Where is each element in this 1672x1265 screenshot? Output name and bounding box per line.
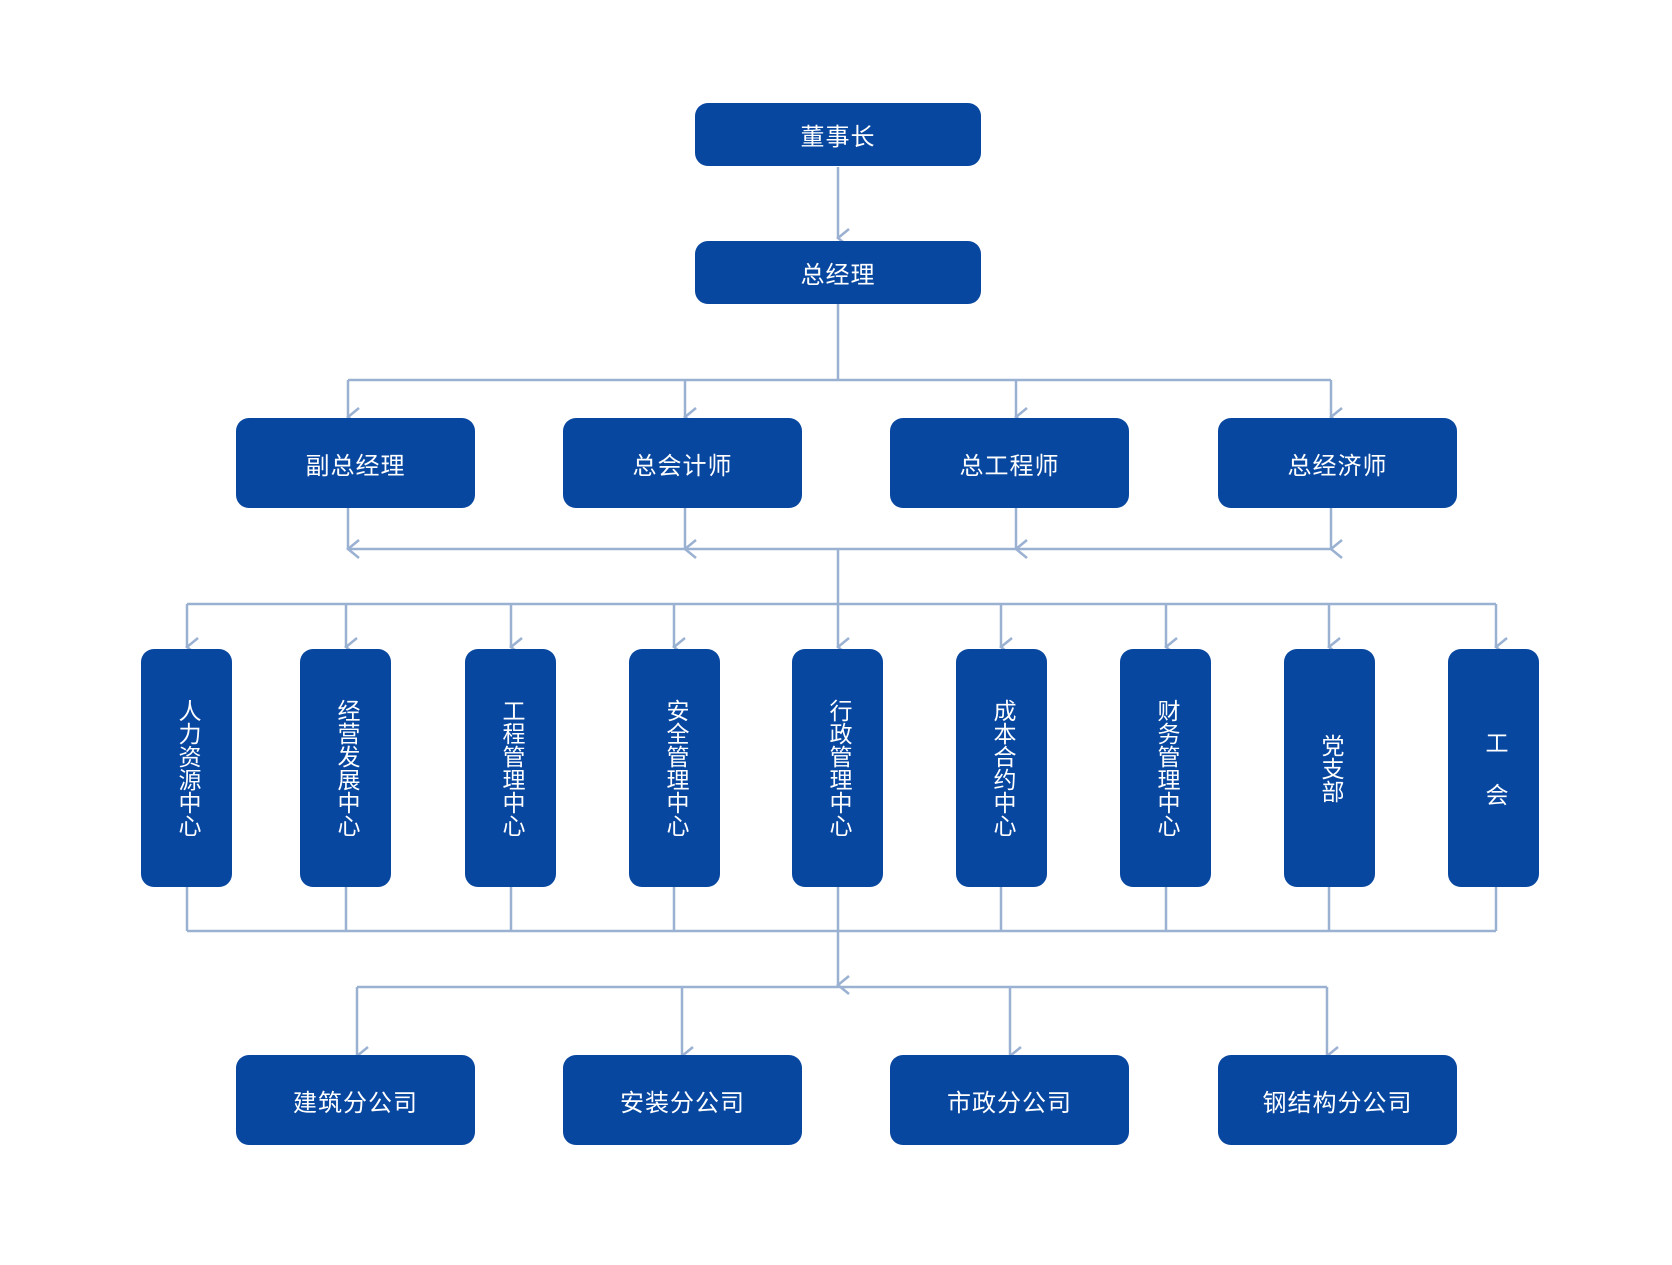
chairman-node: 董事长 [695, 103, 981, 166]
center-node-administration: 行政管理中心 [792, 649, 883, 887]
center-node-finance: 财务管理中心 [1120, 649, 1211, 887]
branch-node-construction: 建筑分公司 [236, 1055, 475, 1145]
center-node-cost-contract: 成本合约中心 [956, 649, 1047, 887]
center-node-engineering-management: 工程管理中心 [465, 649, 556, 887]
branch-node-installation: 安装分公司 [563, 1055, 802, 1145]
executive-node-deputy-gm: 副总经理 [236, 418, 475, 508]
branch-node-municipal: 市政分公司 [890, 1055, 1129, 1145]
executive-node-chief-engineer: 总工程师 [890, 418, 1129, 508]
center-node-business-development: 经营发展中心 [300, 649, 391, 887]
center-node-labor-union: 工会 [1448, 649, 1539, 887]
center-node-hr: 人力资源中心 [141, 649, 232, 887]
executive-node-chief-accountant: 总会计师 [563, 418, 802, 508]
branch-node-steel-structure: 钢结构分公司 [1218, 1055, 1457, 1145]
general-manager-node: 总经理 [695, 241, 981, 304]
center-node-party-branch: 党支部 [1284, 649, 1375, 887]
executive-node-chief-economist: 总经济师 [1218, 418, 1457, 508]
center-node-safety-management: 安全管理中心 [629, 649, 720, 887]
